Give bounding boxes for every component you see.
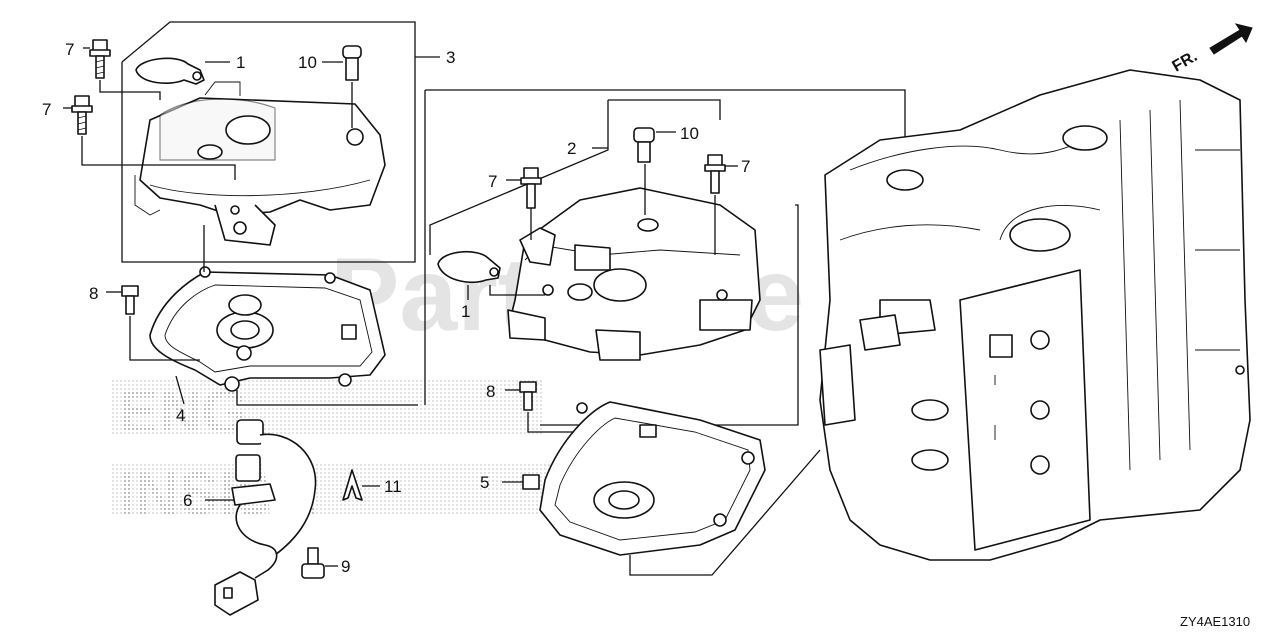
front-label: FR. xyxy=(1170,48,1201,76)
callout-5: 5 xyxy=(480,473,489,492)
callout-1-middle: 1 xyxy=(461,302,470,321)
middle-cover-part xyxy=(507,187,761,361)
callout-2: 2 xyxy=(567,139,576,158)
engine-block xyxy=(819,69,1251,561)
callout-7-b: 7 xyxy=(42,100,51,119)
bolt-7-a xyxy=(83,39,111,79)
diagram-code: ZY4AE1310 xyxy=(1180,614,1250,629)
callout-1-top: 1 xyxy=(236,53,245,72)
callout-10-top: 10 xyxy=(298,53,317,72)
cap-part-1-middle xyxy=(437,250,545,300)
callout-7-a: 7 xyxy=(65,40,74,59)
callout-7-c: 7 xyxy=(488,172,497,191)
callout-4: 4 xyxy=(176,406,185,425)
callout-3: 3 xyxy=(446,48,455,67)
bolt-7-b xyxy=(63,95,93,135)
bolt-7-d xyxy=(704,154,738,255)
callout-11: 11 xyxy=(384,477,402,496)
seal-part-4 xyxy=(149,266,386,405)
upper-cover-part xyxy=(134,81,386,246)
group-box-3 xyxy=(121,21,440,263)
sensor-part-6 xyxy=(205,419,317,616)
cap-part-1-top xyxy=(135,57,230,85)
bolt-9 xyxy=(301,547,338,579)
callout-8-b: 8 xyxy=(486,382,495,401)
clip-part-11 xyxy=(342,469,380,501)
callout-10-middle: 10 xyxy=(680,124,699,143)
callout-9: 9 xyxy=(341,557,350,576)
bolt-7-c xyxy=(506,167,542,240)
seal-part-5 xyxy=(502,401,766,556)
callout-7-d: 7 xyxy=(741,157,750,176)
bolt-8-a xyxy=(106,285,200,361)
callout-labels: 1 1 2 3 4 5 6 7 7 7 7 8 8 9 10 10 11 xyxy=(42,40,750,576)
callout-8-a: 8 xyxy=(89,284,98,303)
callout-6: 6 xyxy=(183,491,192,510)
grommet-10-middle xyxy=(633,127,676,215)
front-direction-marker: FR. xyxy=(1170,23,1253,76)
grommet-10-top xyxy=(322,45,362,128)
